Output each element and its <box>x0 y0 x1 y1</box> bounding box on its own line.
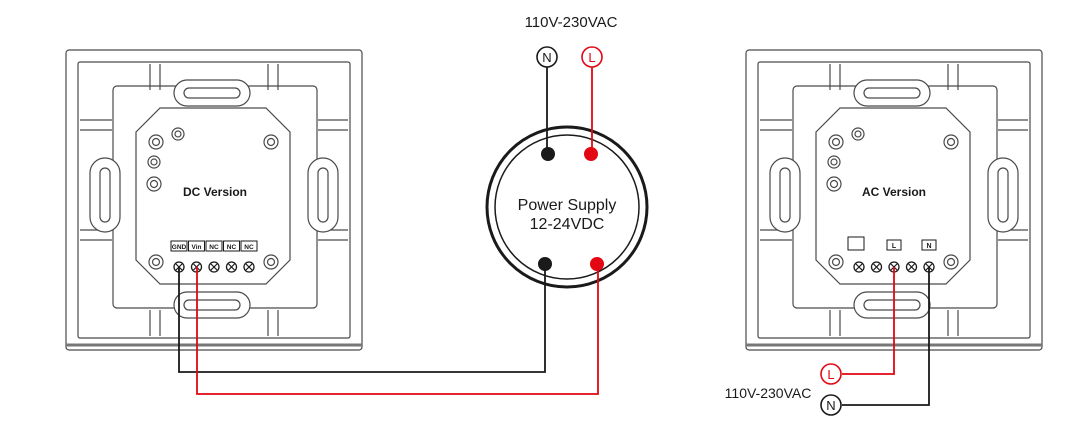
ac-top-mount-slot <box>853 79 931 107</box>
ps-input-live-terminal <box>584 147 598 161</box>
dc-terminal-label-box <box>170 240 188 252</box>
dc-terminal-label-box <box>205 240 223 252</box>
top-live-symbol-icon <box>581 46 603 68</box>
dc-terminal-label: Vin <box>192 244 202 251</box>
top-live-symbol-letter: L <box>588 50 595 65</box>
power-supply-outer-ring <box>485 125 649 289</box>
dc-bottom-mount-slot <box>173 291 251 319</box>
ps-output-positive-terminal <box>590 257 604 271</box>
ac-left-mount-slot <box>769 157 801 233</box>
dc-terminal-label: GND <box>172 244 187 251</box>
dc-terminal-label: NC <box>244 244 254 251</box>
ps-output-negative-terminal <box>538 257 552 271</box>
ac-terminal-label-box <box>886 239 902 251</box>
dc-module-plate <box>135 107 291 285</box>
ac-terminal-label-box <box>921 239 937 251</box>
ac-bottom-mount-slot <box>853 291 931 319</box>
dc-vin-wire <box>196 266 599 395</box>
top-neutral-symbol-icon <box>536 46 558 68</box>
dc-gnd-wire <box>178 266 546 373</box>
ac-terminal-label: N <box>926 243 931 250</box>
dc-terminal-block: GND Vin NC NC NC <box>170 240 258 273</box>
dc-panel-inner-frame <box>77 61 351 339</box>
dc-terminal-screw-icon <box>208 261 220 273</box>
ac-terminal-label-box <box>847 236 865 251</box>
ps-input-neutral-terminal <box>541 147 555 161</box>
dc-panel <box>65 49 363 351</box>
bottom-neutral-symbol-letter: N <box>826 398 835 413</box>
dc-terminal-label-box <box>188 240 205 252</box>
bottom-supply-voltage-label: 110V-230VAC <box>725 385 812 401</box>
dc-left-mount-slot <box>89 157 121 233</box>
dc-top-mount-slot <box>173 79 251 107</box>
dc-terminal-screw-icon <box>225 261 238 273</box>
dc-terminal-label: NC <box>209 244 219 251</box>
top-neutral-symbol-letter: N <box>542 50 551 65</box>
dc-terminal-screw-icon <box>243 261 255 273</box>
dc-version-title: DC Version <box>183 185 247 199</box>
ac-right-mount-slot <box>987 157 1019 233</box>
dc-screws <box>146 127 279 270</box>
bottom-live-symbol-icon <box>820 363 842 385</box>
ac-terminal-screw-icon <box>905 261 918 273</box>
power-supply-label: Power Supply <box>518 197 617 214</box>
ac-neutral-wire <box>842 267 930 406</box>
power-supply-voltage: 12-24VDC <box>530 216 605 233</box>
ac-version-title: AC Version <box>862 185 926 199</box>
ac-screws <box>826 127 959 270</box>
dc-terminal-label-box <box>223 240 240 252</box>
ac-terminal-screw-icon <box>870 261 883 273</box>
ac-terminal-screw-icon <box>853 261 865 273</box>
power-supply <box>485 125 649 289</box>
dc-terminal-label-box <box>240 240 258 252</box>
bottom-neutral-symbol-icon <box>820 394 842 416</box>
ac-live-wire <box>842 267 895 375</box>
ac-terminal-label: L <box>892 243 897 250</box>
dc-right-mount-slot <box>307 157 339 233</box>
dc-terminal-label: NC <box>227 244 237 251</box>
power-supply-inner-ring <box>494 134 640 280</box>
bottom-live-symbol-letter: L <box>827 367 834 382</box>
top-supply-voltage-label: 110V-230VAC <box>525 14 618 31</box>
